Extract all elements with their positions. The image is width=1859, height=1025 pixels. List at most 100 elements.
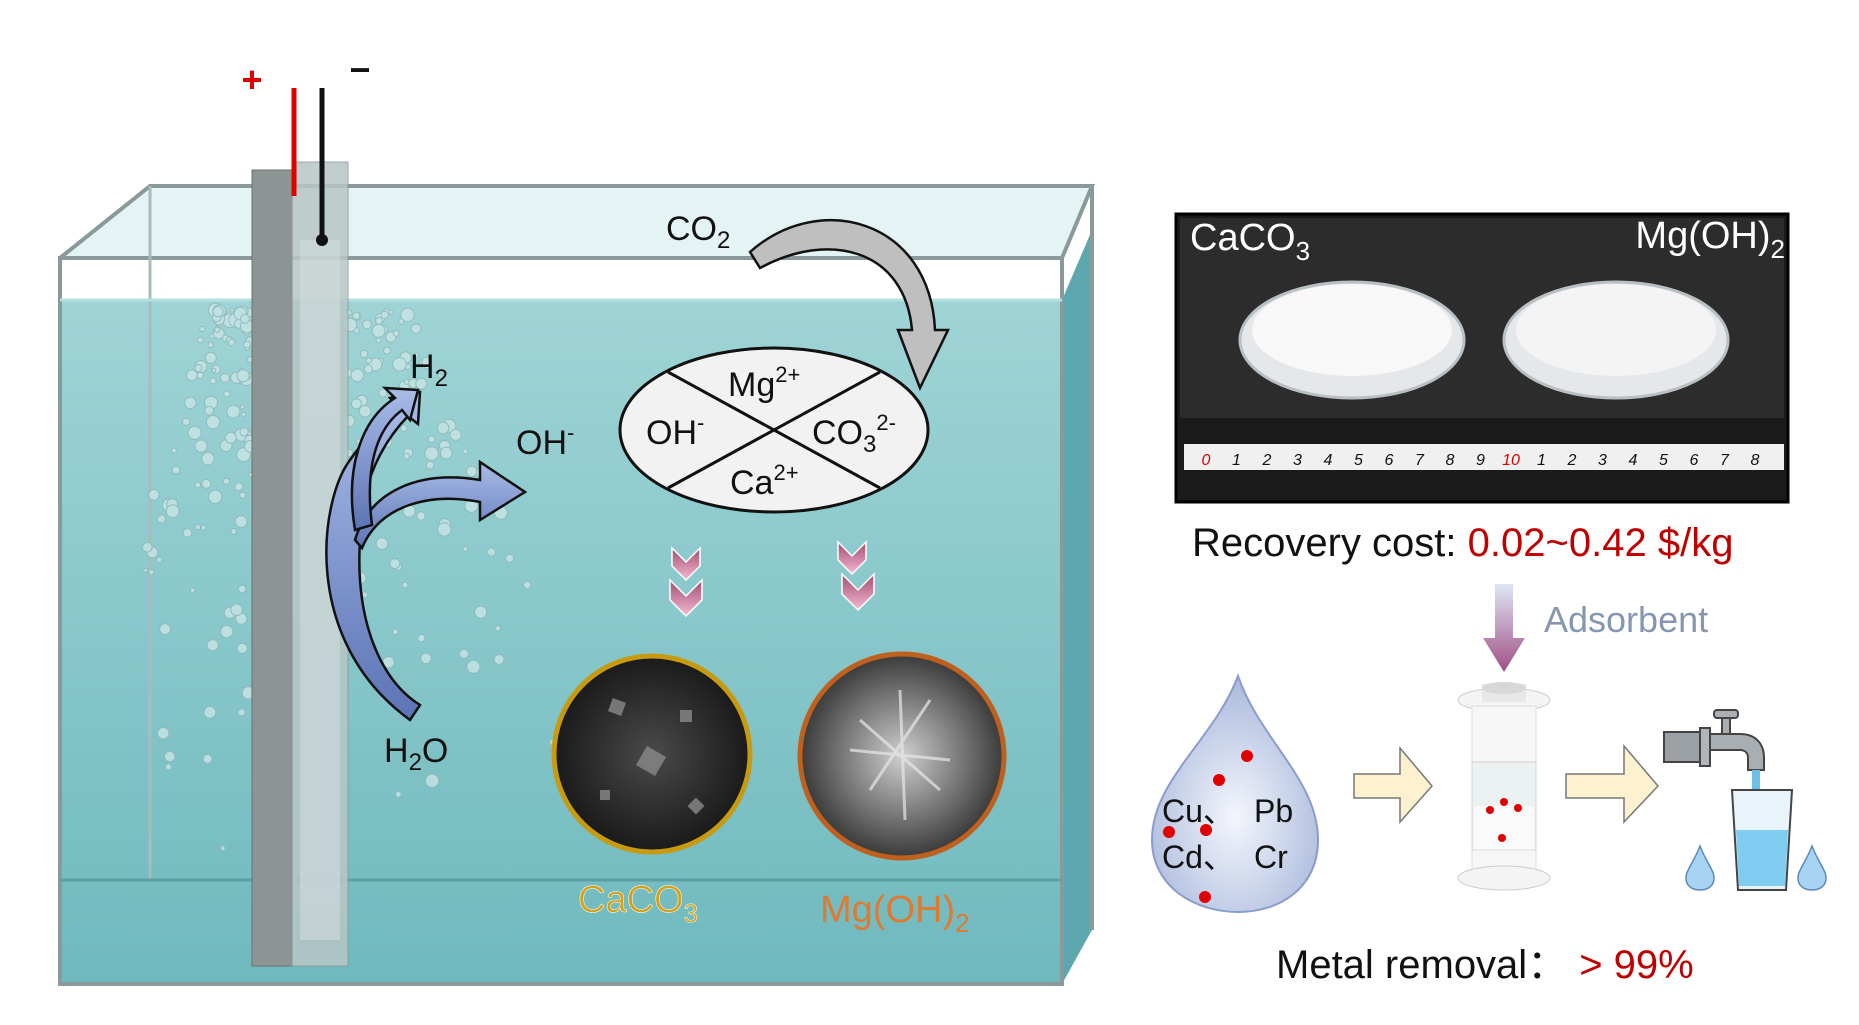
bubble bbox=[376, 538, 388, 550]
bubble bbox=[209, 490, 222, 503]
bubble bbox=[215, 327, 220, 332]
bubble bbox=[495, 626, 500, 631]
bubble bbox=[359, 405, 371, 417]
ruler-label: 4 bbox=[1324, 452, 1333, 469]
bubble bbox=[220, 374, 229, 383]
bubble bbox=[204, 706, 216, 718]
bubble bbox=[205, 352, 216, 363]
bubble bbox=[149, 490, 160, 501]
adsorbent-arrow bbox=[1483, 584, 1525, 672]
ruler-label: 0 bbox=[1202, 452, 1211, 469]
bubble bbox=[438, 523, 451, 536]
oh-label: OH- bbox=[516, 420, 574, 462]
ruler-label: 6 bbox=[1690, 452, 1699, 469]
bubble bbox=[376, 338, 381, 343]
bubble bbox=[524, 581, 531, 588]
bubble bbox=[183, 418, 190, 425]
water-drop-icon bbox=[1798, 846, 1826, 890]
ion-oh: OH- bbox=[646, 410, 704, 452]
ruler-label: 1 bbox=[1537, 452, 1546, 469]
droplet-cr: Cr bbox=[1254, 839, 1288, 875]
bubble bbox=[195, 482, 201, 488]
arrow-right-icon bbox=[1566, 746, 1658, 822]
bubble bbox=[351, 399, 361, 409]
bubble bbox=[466, 466, 477, 477]
bubble bbox=[463, 449, 468, 454]
bubble bbox=[172, 448, 177, 453]
metal-removal: Metal removal：> 99% bbox=[1276, 943, 1694, 987]
recovery-cost: Recovery cost: 0.02~0.42 $/kg bbox=[1192, 521, 1733, 565]
bubble bbox=[240, 492, 246, 498]
water-drop-icon bbox=[1686, 846, 1714, 890]
negative-terminal bbox=[316, 234, 328, 246]
bubble bbox=[353, 312, 360, 319]
bubble bbox=[384, 347, 391, 354]
bubble bbox=[366, 358, 372, 364]
bubble bbox=[401, 425, 407, 431]
ruler-label: 8 bbox=[1446, 452, 1455, 469]
bubble bbox=[221, 625, 233, 637]
bubble bbox=[190, 588, 195, 593]
ruler-label: 5 bbox=[1659, 452, 1668, 469]
bubble bbox=[221, 846, 226, 851]
bubble bbox=[200, 326, 205, 331]
bubble bbox=[213, 306, 223, 316]
mgoh2-sem-image bbox=[800, 654, 1004, 858]
ruler-label: 2 bbox=[1567, 452, 1577, 469]
bubble bbox=[235, 483, 243, 491]
tap-icon bbox=[1664, 710, 1764, 770]
bubble bbox=[206, 416, 219, 429]
caco3-label: CaCO3 bbox=[578, 879, 698, 928]
bubble bbox=[157, 515, 165, 523]
bubble bbox=[421, 653, 432, 664]
bubble bbox=[212, 368, 216, 372]
ruler-label: 4 bbox=[1629, 452, 1638, 469]
ruler-label: 2 bbox=[1262, 452, 1272, 469]
bubble bbox=[210, 378, 216, 384]
bubble bbox=[417, 512, 425, 520]
bubble bbox=[142, 542, 152, 552]
bubble bbox=[396, 792, 402, 798]
bubble bbox=[362, 592, 368, 598]
bubble bbox=[402, 582, 408, 588]
positive-sign: + bbox=[241, 59, 262, 100]
ruler-label: 1 bbox=[1232, 452, 1241, 469]
bubble bbox=[372, 324, 385, 337]
bubble bbox=[393, 358, 407, 372]
bubble bbox=[183, 529, 192, 538]
photo-caco3-label: CaCO3 bbox=[1190, 217, 1310, 266]
bubble bbox=[149, 570, 154, 575]
bubble bbox=[351, 369, 364, 382]
photo-mgoh2-label: Mg(OH)2 bbox=[1635, 215, 1785, 264]
bubble bbox=[240, 405, 244, 409]
bubble bbox=[393, 330, 399, 336]
bubble bbox=[165, 751, 175, 761]
bubble bbox=[144, 568, 148, 572]
bubble bbox=[208, 342, 213, 347]
bubble bbox=[494, 655, 504, 665]
bubble bbox=[224, 391, 230, 397]
ruler-label: 7 bbox=[1415, 452, 1425, 469]
bubble bbox=[418, 634, 425, 641]
ruler-label: 5 bbox=[1354, 452, 1363, 469]
bubble bbox=[426, 461, 434, 469]
bubble bbox=[240, 428, 248, 436]
bubble bbox=[404, 453, 410, 459]
bubble bbox=[364, 365, 372, 373]
adsorbent-label: Adsorbent bbox=[1544, 599, 1708, 640]
bubble bbox=[440, 447, 452, 459]
bubble bbox=[238, 709, 245, 716]
bubble bbox=[158, 728, 170, 740]
bubble bbox=[244, 341, 251, 348]
bubble bbox=[172, 466, 180, 474]
bubble bbox=[188, 426, 201, 439]
ruler-label: 10 bbox=[1502, 452, 1520, 469]
bubble bbox=[198, 337, 204, 343]
bubble bbox=[389, 310, 393, 314]
bubble bbox=[467, 660, 480, 673]
droplet-pb: Pb bbox=[1254, 793, 1293, 829]
ruler-label: 7 bbox=[1720, 452, 1730, 469]
bubble bbox=[196, 525, 201, 530]
adsorption-column bbox=[1458, 682, 1550, 890]
bubble bbox=[463, 547, 468, 552]
